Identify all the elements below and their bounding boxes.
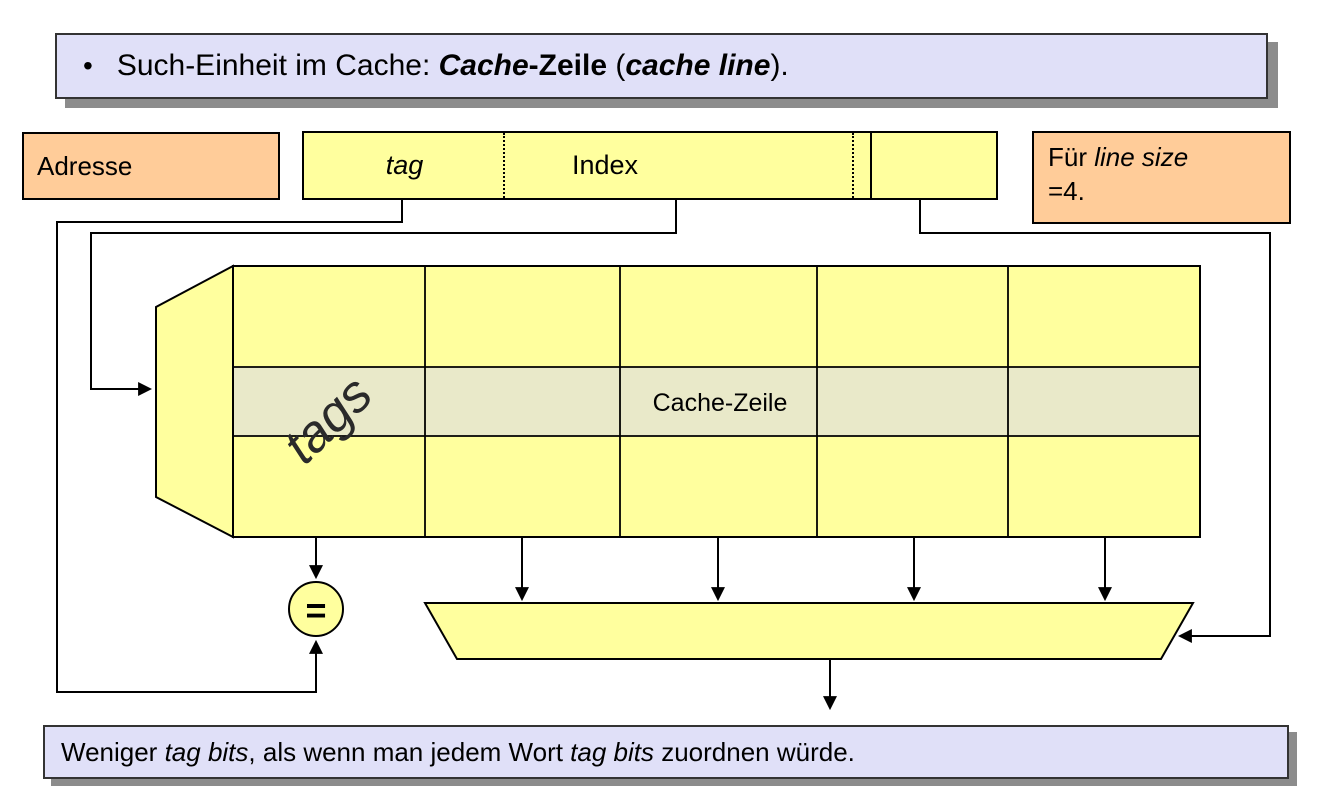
cache-grid-lines xyxy=(233,266,1200,537)
index-select-line xyxy=(90,200,677,396)
note-line-2: =4. xyxy=(1048,176,1085,206)
tags-array-shape xyxy=(155,264,234,539)
title-seg-cacheline: cache line xyxy=(625,49,771,82)
bottom-banner: Weniger tag bits, als wenn man jedem Wor… xyxy=(43,725,1289,779)
note-line-1: Für line size xyxy=(1048,140,1289,174)
tag-field-label: tag xyxy=(385,150,424,180)
title-seg-cache: Cache xyxy=(438,49,529,82)
field-separator-solid xyxy=(870,133,872,198)
note-prefix: Für xyxy=(1048,142,1095,172)
cache-line-highlight-row xyxy=(233,367,1200,436)
bottom-text: Weniger tag bits, als wenn man jedem Wor… xyxy=(61,737,855,768)
bottom-seg-3: , als wenn man jedem Wort xyxy=(248,736,571,767)
bullet-icon: • xyxy=(83,50,93,81)
title-text: Such-Einheit im Cache: Cache-Zeile (cach… xyxy=(117,49,789,83)
bottom-seg-2: tag bits xyxy=(164,736,249,767)
title-seg-zeile: -Zeile xyxy=(528,49,608,82)
title-banner: • Such-Einheit im Cache: Cache-Zeile (ca… xyxy=(55,33,1268,99)
tag-compare-line xyxy=(56,200,403,693)
title-seg-paren: ( xyxy=(607,49,626,82)
cache-grid-border xyxy=(232,265,1201,538)
field-separator-dotted-1 xyxy=(503,133,505,198)
comparator-circle xyxy=(288,581,344,637)
title-seg-plain: Such-Einheit im Cache: xyxy=(116,49,439,82)
index-field-label: Index xyxy=(571,150,639,180)
field-separator-dotted-2 xyxy=(852,133,854,198)
adresse-box: Adresse xyxy=(22,132,280,200)
line-size-note-box: Für line size =4. xyxy=(1032,131,1291,224)
comparator-equals-label: = xyxy=(305,590,326,631)
bottom-seg-4: tag bits xyxy=(570,736,654,767)
connector-lines xyxy=(56,200,1271,711)
title-seg-end: ). xyxy=(770,49,789,82)
multiplexer-shape xyxy=(423,602,1195,660)
adresse-label: Adresse xyxy=(37,150,133,181)
note-italic: line size xyxy=(1094,142,1189,172)
address-field-bar: tag Index xyxy=(302,131,998,200)
offset-select-line xyxy=(919,200,1271,643)
bottom-seg-5: zuordnen würde. xyxy=(654,736,855,767)
cache-line-label: Cache-Zeile xyxy=(653,389,788,417)
bottom-seg-1: Weniger xyxy=(61,736,165,767)
